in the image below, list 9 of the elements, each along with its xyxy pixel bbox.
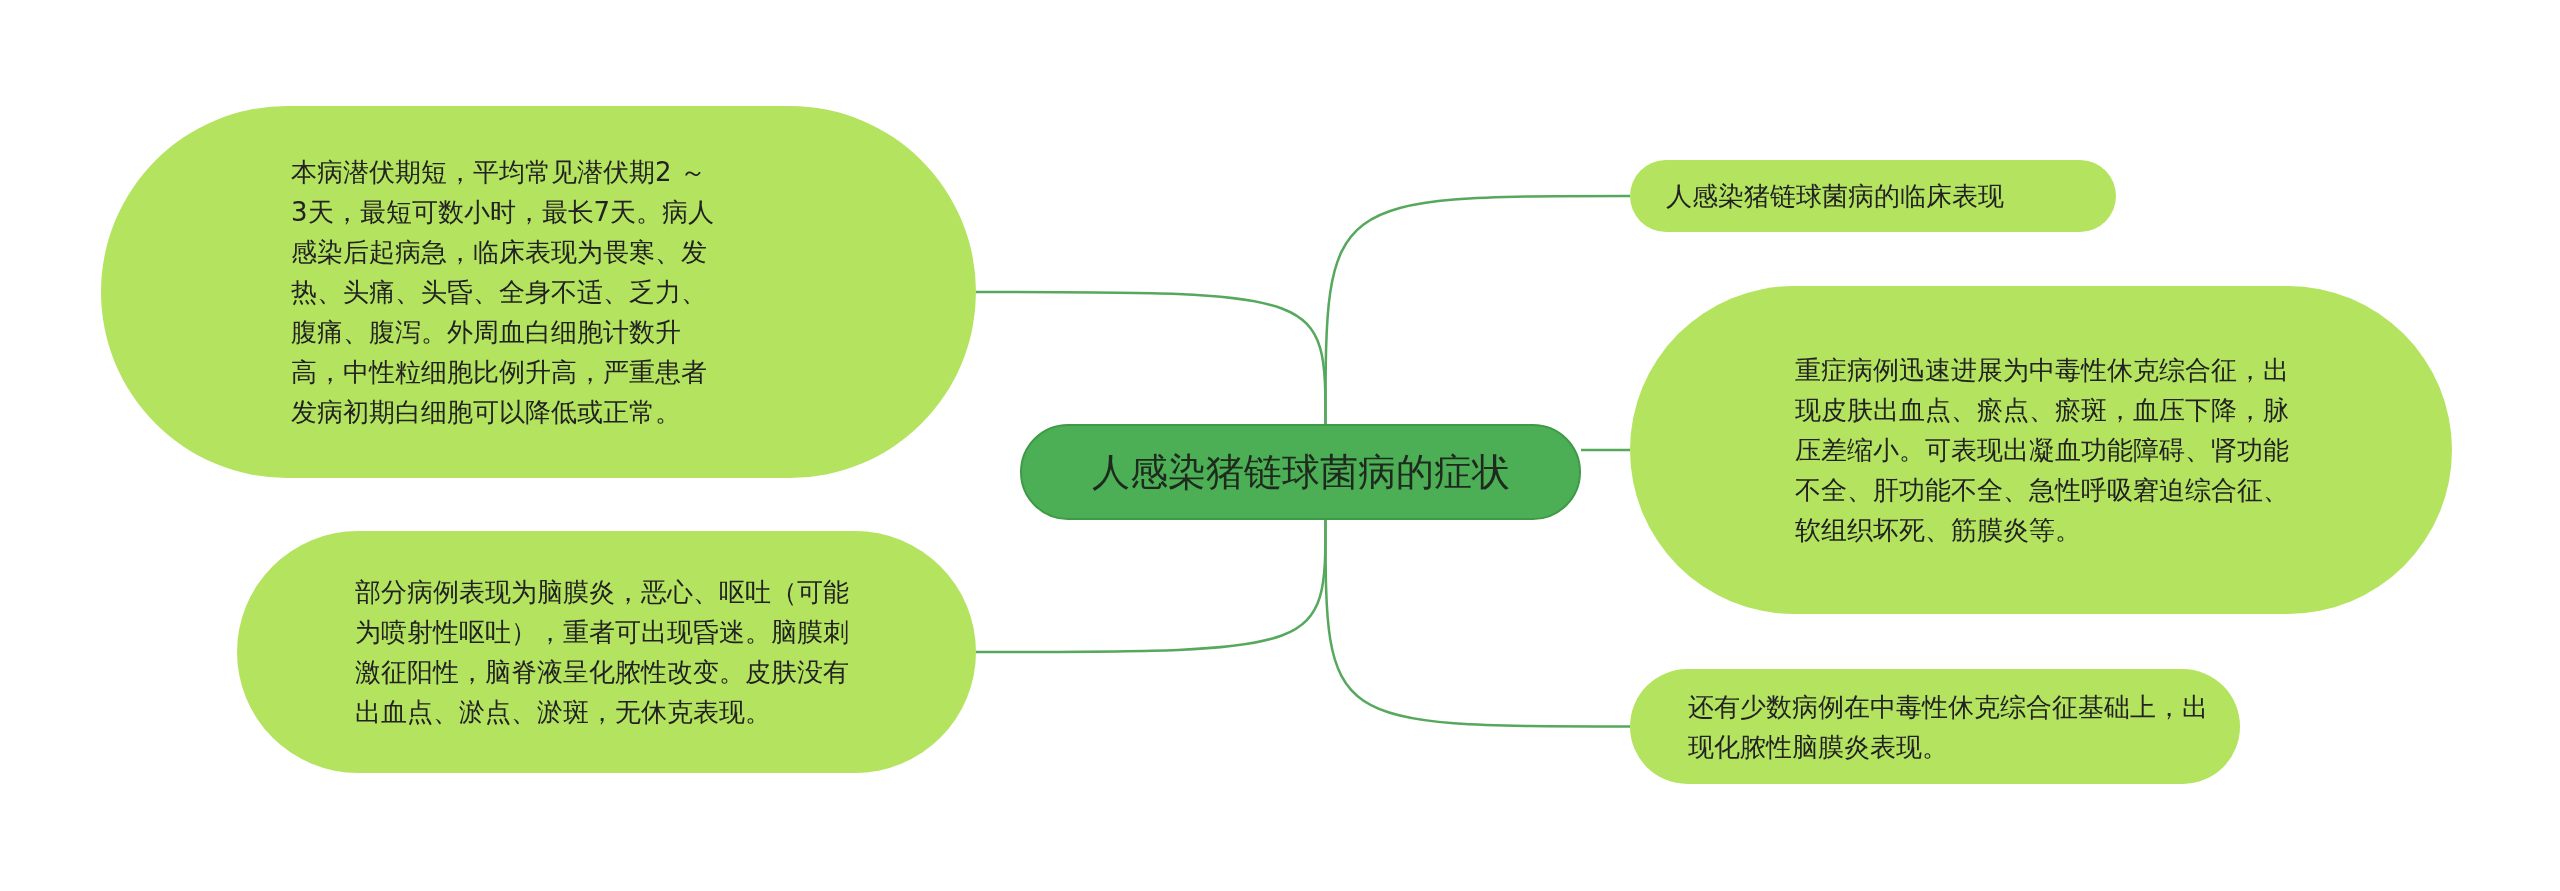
topic-text: 人感染猪链球菌病的临床表现 [1666, 180, 2005, 213]
topic-text: 部分病例表现为脑膜炎，恶心、呕吐（可能为喷射性呕吐），重者可出现昏迷。脑膜刺激征阳性，脑脊液呈化脓性改变。皮肤没有出血点、淤点、淤斑，无休克表现。 [355, 576, 850, 729]
topic-text: 本病潜伏期短，平均常见潜伏期2 ～3天，最短可数小时，最长7天。病人感染后起病急，临床表现为畏寒、发热、头痛、头昏、全身不适、乏力、腹痛、腹泻。外周血白细胞计数升高，中性粒细胞比例升高，严重患者发病初期白细胞可以降低或正常。 [291, 156, 716, 429]
topic-text: 重症病例迅速进展为中毒性休克综合征，出现皮肤出血点、瘀点、瘀斑，血压下降，脉压差缩小。可表现出凝血功能障碍、肾功能不全、肝功能不全、急性呼吸窘迫综合征、软组织坏死、筋膜炎等。 [1795, 354, 2290, 547]
central-topic-text: 人感染猪链球菌病的症状 [1091, 449, 1510, 496]
connector-line [1324, 194, 1630, 424]
topic-text: 还有少数病例在中毒性休克综合征基础上，出现化脓性脑膜炎表现。 [1688, 690, 2208, 764]
connector-line [1581, 448, 1630, 452]
connector-line [1324, 520, 1630, 728]
